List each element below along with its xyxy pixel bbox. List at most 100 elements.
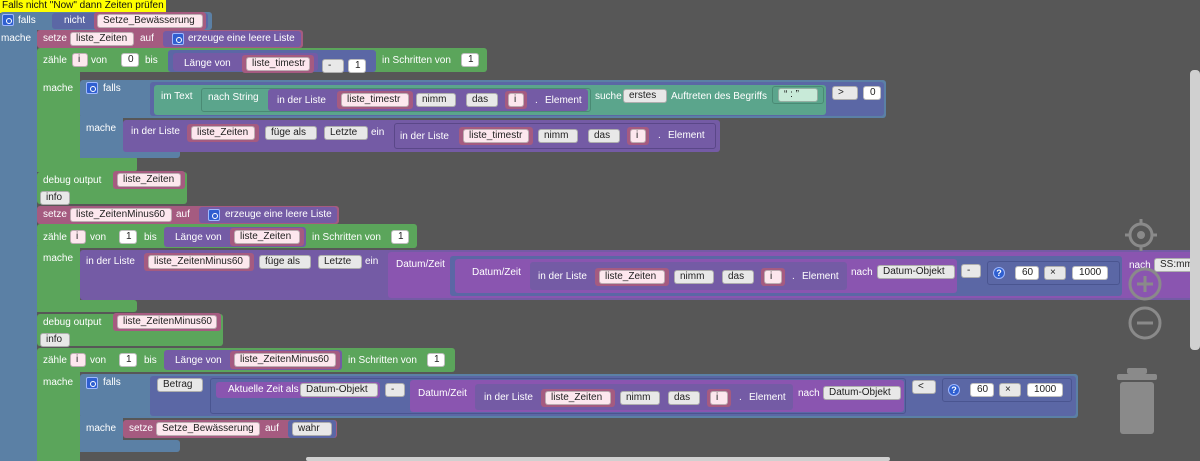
vertical-scrollbar[interactable]: [1190, 70, 1200, 350]
variable-dropdown[interactable]: Setze_Bewässerung: [97, 14, 203, 28]
create-empty-list-block[interactable]: [163, 31, 301, 47]
comment-bubble[interactable]: [0, 0, 166, 13]
variable-dropdown[interactable]: Setze_Bewässerung: [156, 422, 260, 436]
target-icon[interactable]: [1124, 218, 1158, 252]
number-field[interactable]: 1: [391, 230, 409, 244]
variable-dropdown[interactable]: liste_Zeiten: [599, 270, 665, 284]
operator-dropdown[interactable]: -: [961, 264, 981, 278]
boolean-dropdown[interactable]: wahr: [292, 422, 332, 436]
number-field[interactable]: 1000: [1027, 383, 1063, 397]
loop-var-dropdown[interactable]: i: [70, 230, 86, 244]
in-schritten-von-label: in Schritten von: [348, 355, 417, 366]
variable-dropdown[interactable]: liste_timestr: [463, 129, 529, 143]
variable-dropdown[interactable]: liste_Zeiten: [117, 173, 181, 187]
compare-operator-dropdown[interactable]: <: [912, 380, 936, 394]
variable-dropdown[interactable]: i: [630, 129, 646, 143]
variable-dropdown[interactable]: liste_Zeiten: [234, 230, 300, 244]
create-empty-list-label: erzeuge eine leere Liste: [225, 209, 332, 220]
loop-var-dropdown[interactable]: i: [70, 353, 86, 367]
von-label: von: [90, 355, 107, 366]
variable-dropdown[interactable]: i: [508, 93, 524, 107]
zoom-in-icon[interactable]: [1127, 266, 1163, 302]
loop-var-dropdown[interactable]: i: [72, 53, 88, 67]
date-object-dropdown[interactable]: Datum-Objekt: [300, 383, 378, 397]
zaehle-label: zähle: [43, 55, 67, 66]
variable-dropdown[interactable]: liste_Zeiten: [545, 391, 611, 405]
times-dropdown[interactable]: ×: [1044, 266, 1066, 280]
number-field[interactable]: 1: [119, 353, 137, 367]
erstes-dropdown[interactable]: erstes: [623, 89, 667, 103]
fuege-als-dropdown[interactable]: füge als: [259, 255, 311, 269]
mache-label: mache: [43, 377, 74, 388]
im-text-label: im Text: [161, 91, 193, 102]
gear-icon[interactable]: [2, 14, 14, 26]
position-dropdown[interactable]: Letzte: [318, 255, 362, 269]
auf-label: auf: [176, 209, 190, 220]
element-label: Element: [668, 130, 705, 141]
number-field[interactable]: 1: [119, 230, 137, 244]
nimm-dropdown[interactable]: nimm: [674, 270, 714, 284]
date-object-dropdown[interactable]: Datum-Objekt: [877, 265, 955, 279]
gear-icon[interactable]: [86, 82, 98, 94]
variable-dropdown[interactable]: liste_ZeitenMinus60: [148, 255, 250, 269]
not-label: nicht: [64, 15, 86, 26]
help-icon[interactable]: ?: [948, 384, 960, 396]
variable-dropdown[interactable]: liste_Zeiten: [70, 32, 134, 46]
variable-dropdown[interactable]: liste_Zeiten: [191, 126, 255, 140]
mache-label: mache: [43, 83, 74, 94]
das-dropdown[interactable]: das: [722, 270, 754, 284]
element-label: Element: [802, 271, 839, 282]
operator-dropdown[interactable]: -: [322, 59, 344, 73]
gear-icon[interactable]: [172, 33, 184, 45]
variable-dropdown[interactable]: liste_timestr: [246, 57, 310, 71]
compare-operator-dropdown[interactable]: >: [832, 86, 858, 100]
horizontal-scrollbar[interactable]: [306, 457, 890, 461]
times-dropdown[interactable]: ×: [999, 383, 1021, 397]
number-field[interactable]: 60: [970, 383, 994, 397]
number-field[interactable]: 60: [1015, 266, 1039, 280]
variable-dropdown[interactable]: liste_ZeitenMinus60: [117, 315, 217, 329]
mache-label: mache: [1, 33, 32, 44]
ein-label: ein: [365, 256, 379, 267]
number-field[interactable]: 0: [863, 86, 881, 100]
number-field[interactable]: 1: [348, 59, 366, 73]
betrag-dropdown[interactable]: Betrag: [157, 378, 203, 392]
element-label: Element: [545, 95, 582, 106]
zoom-out-icon[interactable]: [1127, 305, 1163, 341]
operator-dropdown[interactable]: -: [385, 383, 405, 397]
variable-dropdown[interactable]: liste_ZeitenMinus60: [70, 208, 172, 222]
number-field[interactable]: 0: [121, 53, 139, 67]
variable-dropdown[interactable]: i: [764, 270, 782, 284]
help-icon[interactable]: ?: [993, 267, 1005, 279]
variable-dropdown[interactable]: i: [710, 391, 728, 405]
in-der-liste-label: in der Liste: [277, 95, 326, 106]
number-field[interactable]: 1: [427, 353, 445, 367]
number-field[interactable]: 1000: [1072, 266, 1108, 280]
das-dropdown[interactable]: das: [466, 93, 498, 107]
variable-dropdown[interactable]: liste_ZeitenMinus60: [234, 353, 336, 367]
das-dropdown[interactable]: das: [588, 129, 620, 143]
position-dropdown[interactable]: Letzte: [324, 126, 368, 140]
create-empty-list-label: erzeuge eine leere Liste: [188, 33, 295, 44]
log-level-dropdown[interactable]: info: [40, 333, 70, 347]
log-level-dropdown[interactable]: info: [40, 191, 70, 205]
nimm-dropdown[interactable]: nimm: [538, 129, 578, 143]
nach-string-label: nach String: [208, 92, 259, 103]
fuege-als-dropdown[interactable]: füge als: [265, 126, 317, 140]
nimm-dropdown[interactable]: nimm: [620, 391, 660, 405]
in-der-liste-label: in der Liste: [86, 256, 135, 267]
variable-dropdown[interactable]: liste_timestr: [341, 93, 409, 107]
falls-label: falls: [103, 377, 121, 388]
string-literal-field[interactable]: “ : ”: [778, 88, 818, 102]
gear-icon[interactable]: [208, 209, 220, 221]
in-der-liste-label: in der Liste: [400, 131, 449, 142]
setze-label: setze: [129, 423, 153, 434]
trash-icon[interactable]: [1117, 368, 1157, 434]
date-object-dropdown[interactable]: Datum-Objekt: [823, 386, 901, 400]
datum-zeit-label: Datum/Zeit: [418, 388, 467, 399]
das-dropdown[interactable]: das: [668, 391, 700, 405]
number-field[interactable]: 1: [461, 53, 479, 67]
gear-icon[interactable]: [86, 377, 98, 389]
nimm-dropdown[interactable]: nimm: [416, 93, 456, 107]
create-empty-list-block[interactable]: [199, 207, 337, 223]
